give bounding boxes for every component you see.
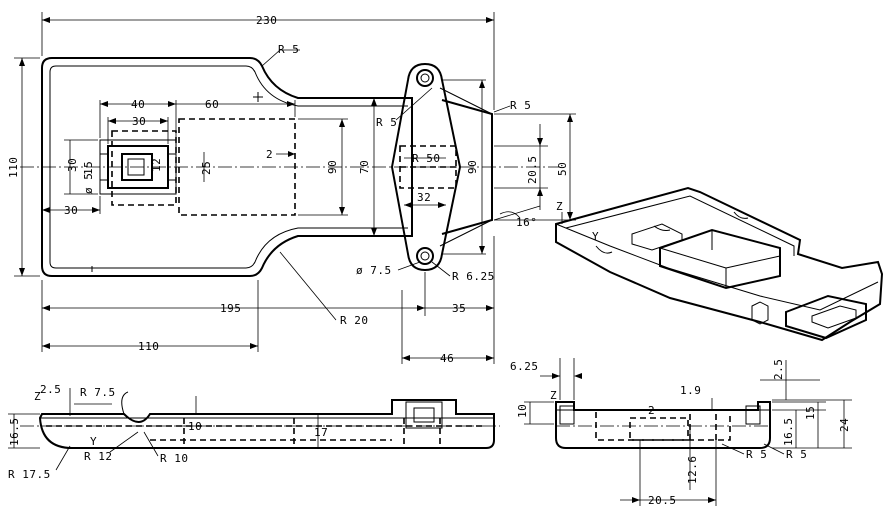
dim-slot-small: 12 — [150, 158, 163, 172]
slot-outer — [107, 145, 169, 189]
top-view: 230 110 R 5 40 60 30 30 15 ø — [7, 12, 576, 365]
dim-end-width: 20.5 — [648, 494, 677, 507]
dim-length-46: 46 — [440, 352, 454, 365]
dim-overall-length: 230 — [256, 14, 277, 27]
dim-end-height-24: 24 — [838, 418, 851, 432]
dim-head-radius: R 50 — [412, 152, 441, 165]
iso-outline — [555, 186, 884, 342]
iso-axis-y: Y — [592, 230, 599, 243]
end-axis-z: Z — [550, 389, 557, 402]
dim-bore-diameter: ø 7.5 — [356, 264, 392, 277]
dim-edge-offset: 30 — [64, 204, 78, 217]
dim-slot-diameter: ø 5 — [82, 173, 95, 194]
dim-side-thickness: 16.5 — [8, 418, 21, 447]
dim-bore-radius: R 6.25 — [452, 270, 495, 283]
dim-end-lip-height: 10 — [516, 404, 529, 418]
dim-pocket-length: 60 — [205, 98, 219, 111]
iso-block — [659, 228, 781, 290]
dim-end-small-gap: 1.9 — [680, 384, 701, 397]
iso-axis-z: Z — [556, 200, 563, 213]
dim-slot-mid: 25 — [200, 161, 213, 175]
dim-head-length: 32 — [417, 191, 431, 204]
dim-pocket-width: 90 — [326, 160, 339, 174]
side-view-outline — [38, 399, 495, 449]
dim-handle-width: 70 — [358, 160, 371, 174]
dim-length-35: 35 — [452, 302, 466, 315]
dim-slot-inner: 15 — [82, 161, 95, 175]
dim-length-110: 110 — [138, 340, 159, 353]
top-view-inner-wall — [49, 65, 408, 269]
dim-right-inner: 20.5 — [526, 156, 539, 185]
dim-side-radius-d: R 17.5 — [8, 468, 51, 481]
iso-view: Z Y — [555, 186, 884, 342]
dim-lug-radius: R 5 — [376, 116, 397, 129]
end-view-outline — [555, 401, 771, 449]
dim-inner-length: 30 — [132, 115, 146, 128]
dim-end-radius-b: R 5 — [786, 448, 807, 461]
top-bore — [416, 69, 434, 87]
slot-hole — [127, 158, 145, 176]
dim-end-height-16-5: 16.5 — [782, 418, 795, 447]
end-view: 6.25 Z 10 2 1.9 2.5 15 24 16.5 R 5 R 5 — [510, 358, 852, 507]
side-view: 2.5 Z R 7.5 16.5 10 17 Y R 12 R 10 R 17.… — [8, 383, 500, 481]
dim-gap: 2 — [266, 148, 273, 161]
dim-end-radius-a: R 5 — [746, 448, 767, 461]
dim-right-offset: 50 — [556, 162, 569, 176]
dim-head-corner: R 5 — [510, 99, 531, 112]
hidden-pocket — [178, 118, 296, 216]
dim-neck-radius: R 20 — [340, 314, 369, 327]
head-wedge — [441, 99, 493, 235]
dim-head-width: 90 — [466, 160, 479, 174]
dim-side-radius-a: R 7.5 — [80, 386, 116, 399]
dim-corner-radius: R 5 — [278, 43, 299, 56]
dim-end-top-step: 2.5 — [772, 359, 785, 380]
dim-side-depth-a: 10 — [188, 420, 202, 433]
dim-end-left-offset: 6.25 — [510, 360, 539, 373]
head-lug — [390, 62, 462, 272]
dim-side-depth-b: 17 — [314, 426, 328, 439]
dim-end-height-15: 15 — [804, 406, 817, 420]
dim-end-depth: 12.6 — [686, 456, 699, 485]
dim-side-radius-b: R 12 — [84, 450, 113, 463]
dim-angle: 16° — [516, 216, 537, 229]
side-view-lug — [405, 401, 443, 429]
side-axis-z: Z — [34, 390, 41, 403]
bottom-bore — [416, 247, 434, 265]
slot-inner — [121, 153, 153, 181]
dim-overall-width: 110 — [7, 157, 20, 178]
dim-inner-width: 40 — [131, 98, 145, 111]
dim-side-radius-c: R 10 — [160, 452, 189, 465]
dim-z-height: 2.5 — [40, 383, 61, 396]
dim-end-rib-width: 2 — [648, 404, 655, 417]
hidden-pocket-ridge — [111, 130, 177, 206]
dim-length-195: 195 — [220, 302, 241, 315]
side-axis-y: Y — [90, 435, 97, 448]
dim-slot-height: 30 — [66, 158, 79, 172]
